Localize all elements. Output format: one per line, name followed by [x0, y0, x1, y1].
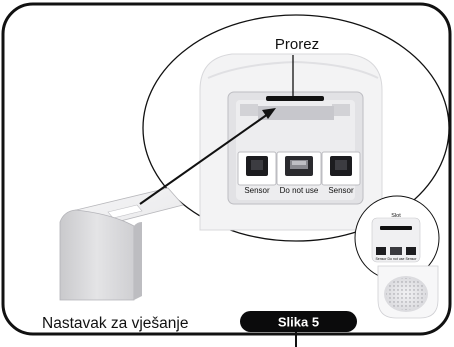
port-label-sensor-right: Sensor: [328, 186, 354, 195]
small-port-label-middle: Do not use: [388, 257, 405, 261]
port-do-not-use: [276, 151, 322, 186]
small-inset-slot-label: Slot: [391, 213, 401, 219]
device-body-small: [377, 265, 439, 319]
small-port-label-left: Sensor: [375, 257, 387, 261]
figure-badge: Slika 5: [240, 311, 357, 347]
port-label-do-not-use: Do not use: [280, 186, 319, 195]
slot: [266, 96, 324, 101]
hanger-caption: Nastavak za vješanje: [42, 315, 188, 332]
slot-label: Prorez: [275, 36, 319, 53]
insertion-arrow: [139, 108, 276, 205]
small-port-label-right: Sensor: [405, 257, 417, 261]
figure-badge-text: Slika 5: [278, 315, 319, 330]
magnified-callout: Sensor Do not use Sensor: [142, 14, 450, 242]
hanger-attachment: [59, 187, 184, 301]
port-label-sensor-left: Sensor: [244, 186, 270, 195]
port-sensor-right: [321, 151, 361, 186]
port-sensor-left: [237, 151, 277, 186]
small-inset: Slot Sensor Do not use Sensor: [354, 195, 440, 281]
